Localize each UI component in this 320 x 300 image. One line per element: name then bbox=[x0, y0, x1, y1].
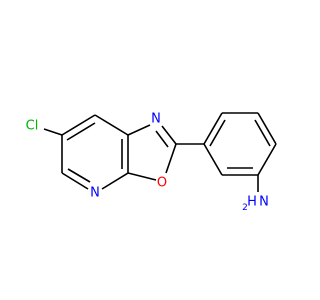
bond-lines bbox=[43, 112, 277, 192]
molecule-structure: Cl N O N H 2 N bbox=[26, 112, 277, 214]
pyridine-nitrogen-label: N bbox=[90, 186, 100, 201]
bond-c3a-npy bbox=[101, 172, 129, 190]
bond-npy-c4 bbox=[61, 172, 89, 190]
bond-nox-c2 bbox=[161, 125, 177, 145]
amine-hydrogen-label: H bbox=[247, 195, 257, 210]
bond-ph6-ph1 bbox=[203, 143, 223, 176]
bond-c7a-nox bbox=[127, 124, 151, 136]
bond-c7-c7a bbox=[94, 114, 129, 136]
bond-nox-c2-inner bbox=[155, 130, 169, 148]
bond-c6-c7-inner bbox=[66, 122, 96, 141]
atom-labels: Cl N O N H 2 N bbox=[26, 112, 269, 214]
bond-c6-c7 bbox=[61, 114, 96, 136]
bond-c2-o bbox=[165, 143, 177, 174]
bond-o-c3a bbox=[127, 172, 157, 181]
bond-ph1-ph2 bbox=[203, 112, 223, 145]
bond-cl-c6 bbox=[43, 128, 63, 136]
amine-nitrogen-label: N bbox=[259, 195, 269, 210]
bond-ph4-ph5 bbox=[257, 143, 277, 176]
amine-hydrogen-count: 2 bbox=[242, 203, 248, 213]
bond-npy-c4-inner bbox=[67, 168, 91, 183]
oxazole-oxygen-label: O bbox=[157, 176, 167, 191]
oxazole-nitrogen-label: N bbox=[151, 112, 161, 127]
bond-ph3-ph4-inner bbox=[254, 119, 271, 147]
chlorine-label: Cl bbox=[26, 119, 39, 134]
bond-ph3-ph4 bbox=[257, 112, 277, 145]
bond-ph1-ph2-inner bbox=[209, 119, 226, 147]
